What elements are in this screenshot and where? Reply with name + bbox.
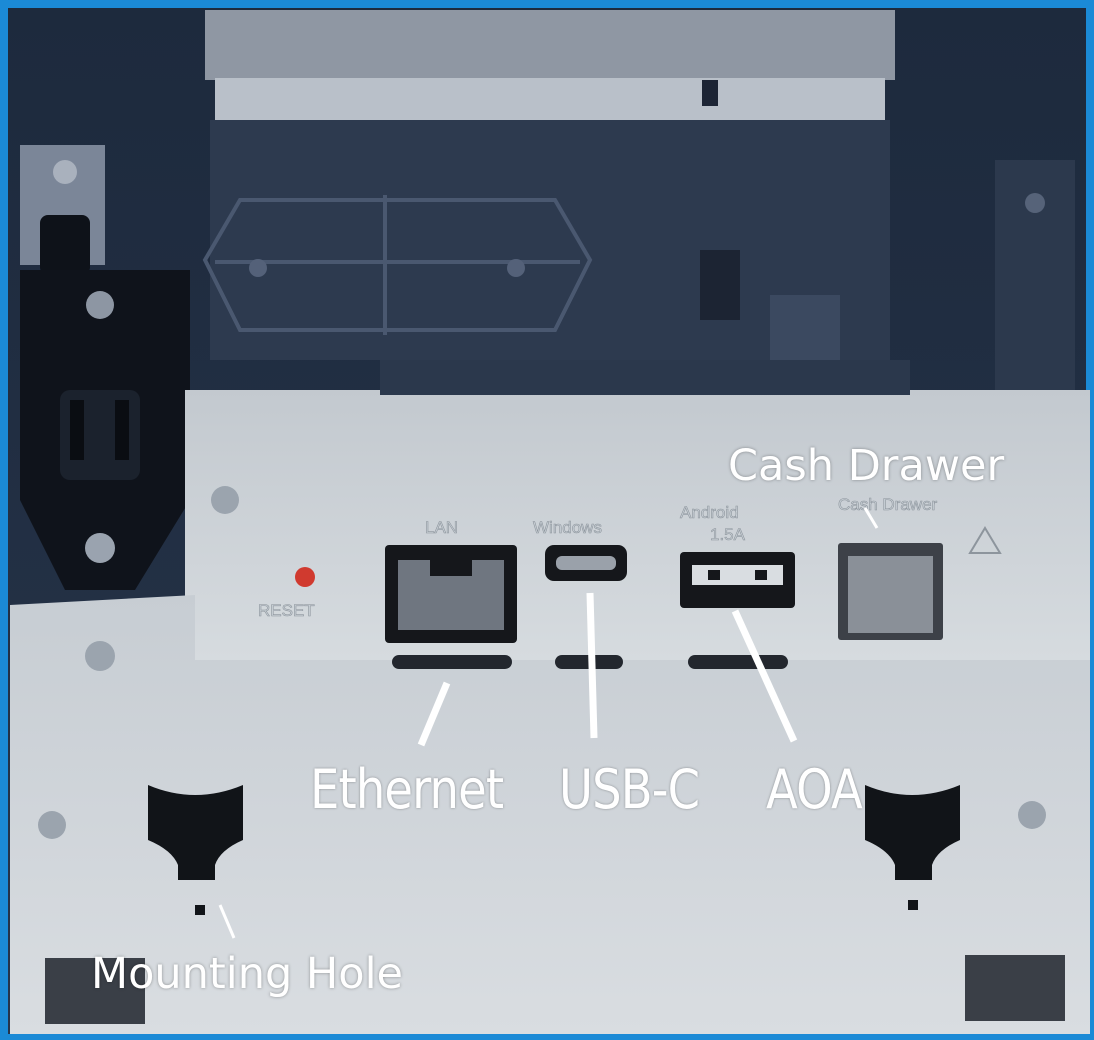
callout-mounting-hole: Mounting Hole bbox=[91, 949, 403, 999]
warning-triangle-icon bbox=[968, 526, 1002, 554]
callout-usb-c: USB-C bbox=[559, 758, 700, 821]
callout-aoa: AOA bbox=[766, 758, 863, 821]
lan-marking: LAN bbox=[425, 518, 458, 537]
mounting-hole-left bbox=[148, 785, 243, 880]
callout-leader-lines bbox=[218, 507, 879, 939]
foot-left bbox=[45, 958, 145, 1024]
windows-marking: Windows bbox=[533, 518, 602, 537]
reset-button bbox=[295, 567, 315, 587]
mounting-hole-right bbox=[865, 785, 960, 880]
paper-mechanism bbox=[205, 10, 895, 80]
foot-right bbox=[965, 955, 1065, 1021]
front-plate bbox=[10, 595, 1090, 1034]
cash-drawer-marking: Cash Drawer bbox=[838, 495, 938, 514]
callout-cash-drawer: Cash Drawer bbox=[728, 441, 1005, 491]
callout-ethernet: Ethernet bbox=[310, 758, 504, 821]
android-marking: Android bbox=[680, 503, 739, 522]
reset-marking: RESET bbox=[258, 601, 315, 620]
current-marking: 1.5A bbox=[710, 525, 746, 544]
connector-panel bbox=[185, 390, 1090, 660]
